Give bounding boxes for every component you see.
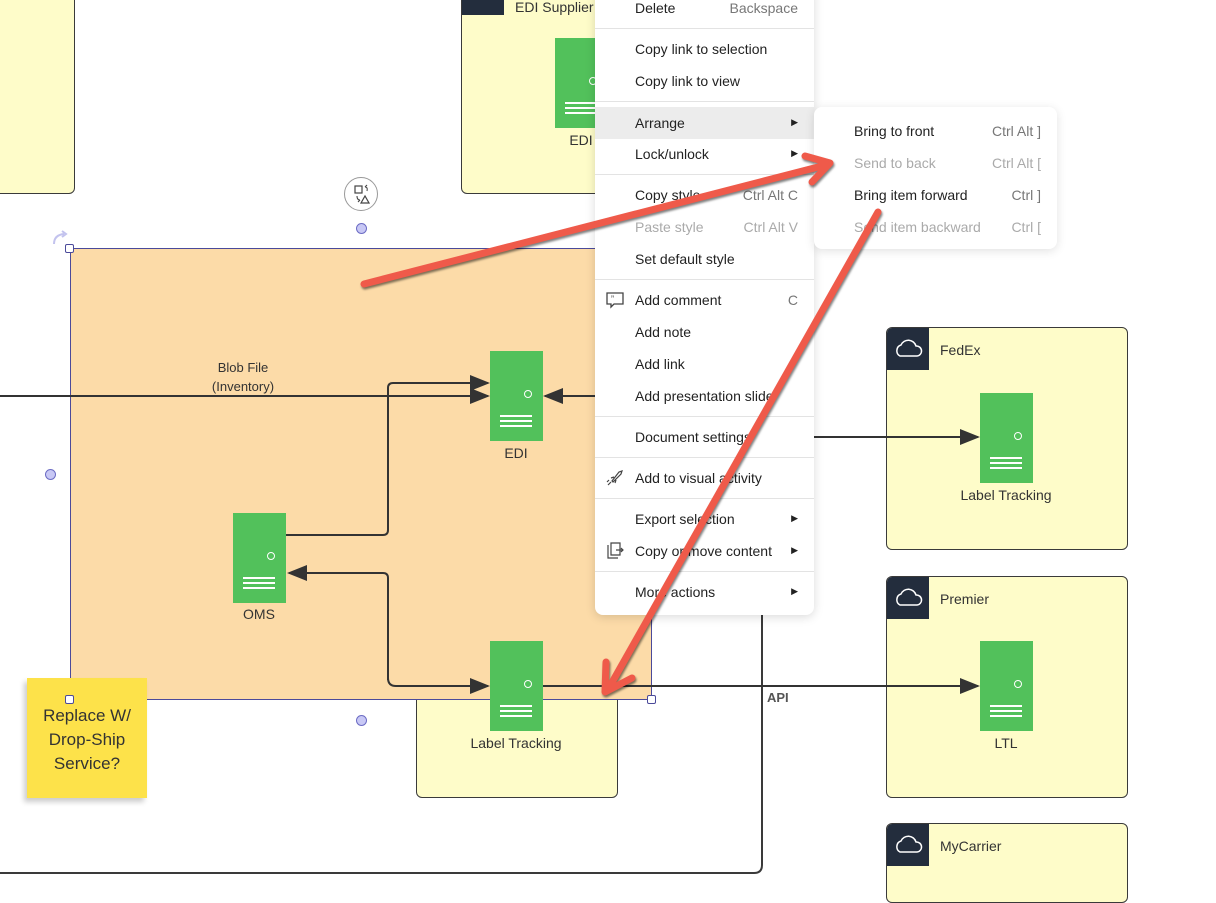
outer-container xyxy=(0,615,763,874)
resize-handle[interactable] xyxy=(65,695,74,704)
submenu-arrow-icon: ▶ xyxy=(791,545,798,555)
container-title: EDI Supplier xyxy=(515,0,594,15)
selected-group[interactable] xyxy=(70,248,652,700)
server-label: EDI xyxy=(504,445,528,461)
server-label: Label Tracking xyxy=(470,735,562,751)
server-label: OMS xyxy=(243,606,275,622)
connection-point[interactable] xyxy=(356,715,367,726)
annotation-arrow-head xyxy=(801,152,834,186)
submenu-arrow-icon: ▶ xyxy=(791,117,798,127)
cloud-icon xyxy=(887,328,929,370)
svg-text:”: ” xyxy=(611,294,614,304)
connection-point[interactable] xyxy=(356,223,367,234)
cloud-icon xyxy=(887,824,929,866)
edi-supplier-container[interactable]: EDI Supplier xyxy=(461,0,621,194)
connector-label: Blob File (Inventory) xyxy=(211,360,275,394)
copy-move-icon xyxy=(605,541,625,564)
label-tracking-server[interactable] xyxy=(490,641,543,731)
menu-item-copy-link-selection[interactable]: Copy link to selection xyxy=(635,41,768,57)
carrier-title: MyCarrier xyxy=(940,838,1002,854)
server-label: LTL xyxy=(994,735,1018,751)
menu-item-add-link[interactable]: Add link xyxy=(635,356,685,372)
menu-item-add-note[interactable]: Add note xyxy=(635,324,692,340)
annotation-arrows xyxy=(360,152,882,696)
sticky-note[interactable]: Replace W/ Drop-Ship Service? xyxy=(27,678,147,798)
ltl-server[interactable] xyxy=(980,641,1033,731)
resize-handle[interactable] xyxy=(65,244,74,253)
carrier-title: Premier xyxy=(940,591,990,607)
oms-server[interactable] xyxy=(233,513,286,603)
rocket-icon xyxy=(605,468,625,491)
submenu-arrow-icon: ▶ xyxy=(791,586,798,596)
edi-server[interactable] xyxy=(490,351,543,441)
menu-item-arrange[interactable]: Arrange▶ xyxy=(595,107,814,139)
carrier-title: FedEx xyxy=(940,342,981,358)
cloud-icon xyxy=(887,577,929,619)
menu-item-copy-move-content[interactable]: Copy or move content▶ xyxy=(595,535,814,567)
cloud-icon xyxy=(462,0,504,15)
api-label: API xyxy=(767,690,789,705)
menu-item-document-settings[interactable]: Document settings xyxy=(635,429,751,445)
annotation-arrow-head xyxy=(601,658,636,696)
annotation-arrow xyxy=(360,162,826,288)
resize-handle[interactable] xyxy=(647,695,656,704)
comment-icon: ” xyxy=(605,290,625,313)
submenu-arrow-icon: ▶ xyxy=(791,513,798,523)
server-label: Label Tracking xyxy=(960,487,1052,503)
menu-item-add-presentation-slide[interactable]: Add presentation slide xyxy=(635,388,774,404)
left-container[interactable] xyxy=(0,0,75,194)
connectors xyxy=(0,375,980,694)
server-label: EDI xyxy=(569,132,593,148)
submenu-arrow-icon: ▶ xyxy=(791,148,798,158)
menu-item-copy-link-view[interactable]: Copy link to view xyxy=(635,73,741,89)
annotation-arrow xyxy=(606,208,882,690)
menu-item-more-actions[interactable]: More actions▶ xyxy=(635,584,798,600)
fedex-server[interactable] xyxy=(980,393,1033,483)
menu-item-set-default-style[interactable]: Set default style xyxy=(635,251,735,267)
rotate-icon[interactable] xyxy=(50,230,70,248)
shape-swap-icon[interactable] xyxy=(344,177,378,211)
connection-point[interactable] xyxy=(45,469,56,480)
menu-item-lock-unlock[interactable]: Lock/unlock▶ xyxy=(635,146,798,162)
